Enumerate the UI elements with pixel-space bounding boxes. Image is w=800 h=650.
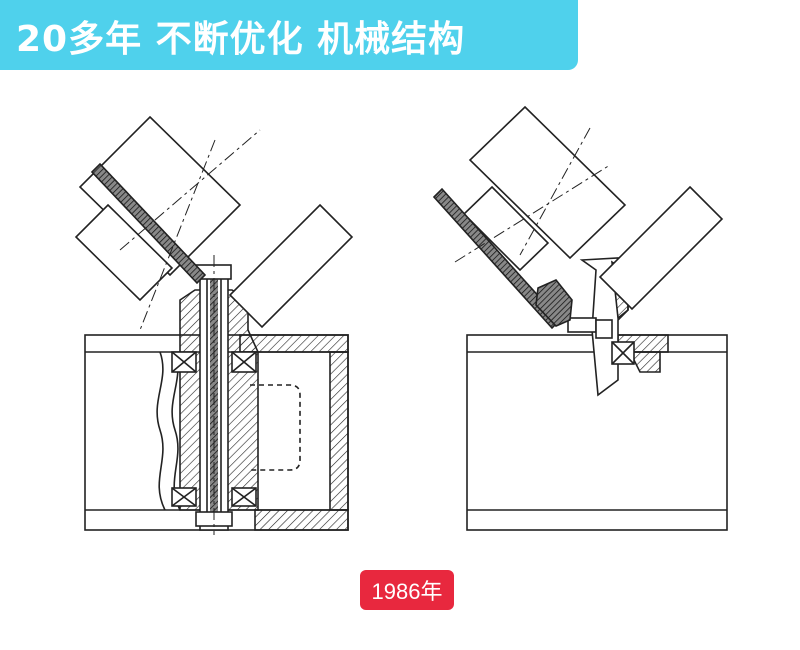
page-title: 20多年 不断优化 机械结构 [16,19,466,60]
title-banner: 20多年 不断优化 机械结构 [0,0,578,70]
right-drawing-new-structure [432,105,728,531]
year-badge: 1986年 [360,570,454,610]
mechanical-drawings [74,105,728,535]
left-drawing-old-structure [74,115,354,535]
